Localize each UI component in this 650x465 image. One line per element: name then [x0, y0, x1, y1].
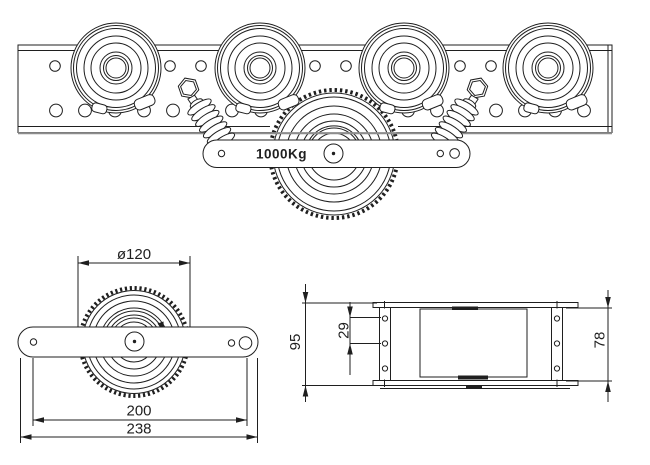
dim-diameter: ø120 — [77, 246, 191, 327]
right-upright — [551, 307, 563, 381]
clamp-pad-top — [452, 306, 478, 310]
roller — [502, 22, 594, 116]
dim-200-label: 200 — [126, 403, 151, 420]
dim-78-label: 78 — [592, 332, 609, 349]
dim-diameter-label: ø120 — [117, 246, 151, 263]
dim-95: 95 — [287, 284, 377, 402]
top-view: 1000Kg — [17, 22, 613, 220]
dim-29: 29 — [336, 302, 381, 375]
roller — [214, 22, 306, 116]
bar-hole — [29, 338, 38, 346]
bar-hole — [436, 149, 444, 158]
bar-hole — [217, 149, 226, 158]
left-upright — [379, 307, 391, 381]
axle-hub — [124, 331, 145, 352]
bar-hole — [449, 148, 460, 159]
roller — [358, 22, 450, 116]
trolley-bar-front — [17, 326, 259, 358]
clamp-pad-bottom — [458, 375, 488, 380]
axle-hub — [323, 143, 344, 164]
roller — [70, 22, 162, 116]
bar-hole — [227, 339, 236, 347]
rail-section — [372, 301, 579, 389]
side-view: 95 29 78 — [287, 284, 612, 402]
dim-78: 78 — [566, 290, 612, 402]
dim-95-label: 95 — [287, 334, 304, 351]
dim-238-label: 238 — [126, 421, 151, 438]
dim-200: 200 — [32, 358, 248, 426]
front-view: ø120 200 238 — [17, 246, 259, 443]
capacity-label: 1000Kg — [256, 147, 307, 162]
bar-hole — [238, 336, 253, 350]
dim-29-label: 29 — [336, 322, 353, 339]
dim-238: 238 — [20, 358, 258, 443]
bottom-plate — [372, 380, 579, 386]
trolley-bar-top: 1000Kg — [202, 139, 471, 168]
door-panel-section — [419, 308, 528, 378]
